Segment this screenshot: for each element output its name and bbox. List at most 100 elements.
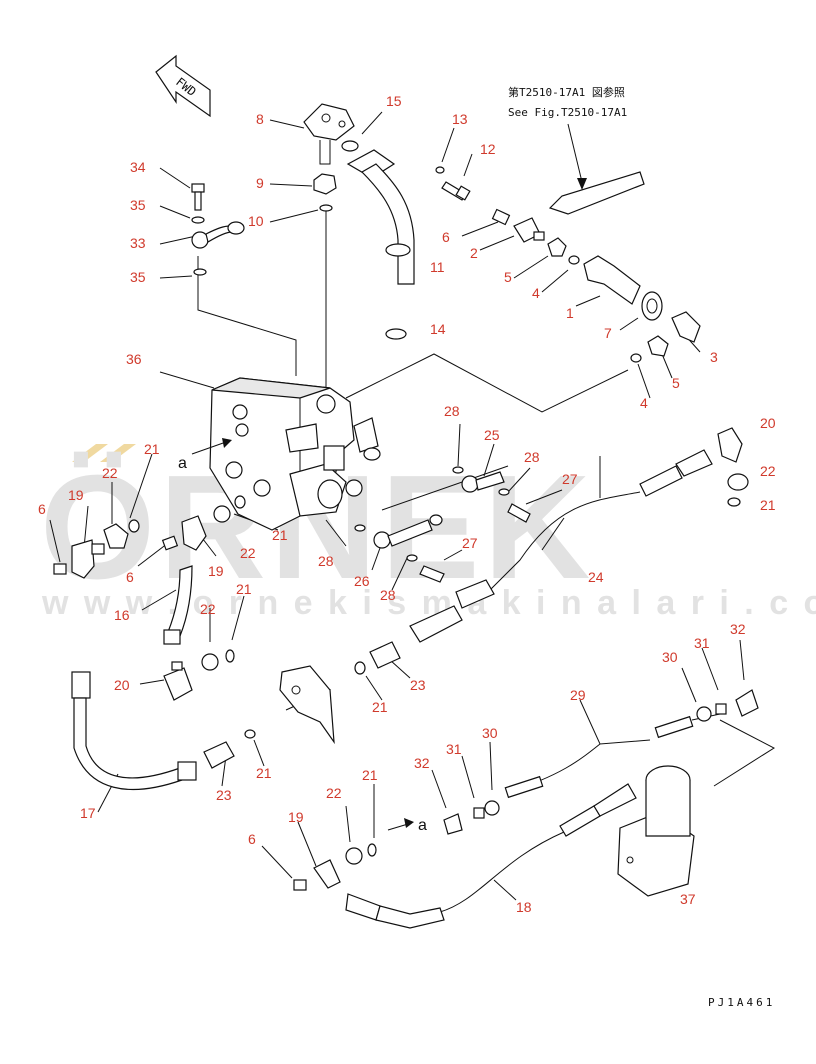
callout-23: 23 (410, 677, 426, 693)
callout-36: 36 (126, 351, 142, 367)
callout-37: 37 (680, 891, 696, 907)
leader-lines (49, 111, 776, 901)
part-adapter-1 (583, 255, 663, 321)
part-washer-31-lower (473, 807, 485, 819)
callout-22: 22 (102, 465, 118, 481)
part-hose-end-ref (548, 171, 645, 215)
callout-29: 29 (570, 687, 586, 703)
part-plug-6-left (53, 563, 67, 575)
callout-22: 22 (240, 545, 256, 561)
figure-code: PJ1A461 (708, 996, 775, 1009)
callout-17: 17 (80, 805, 96, 821)
part-nut-9 (313, 173, 337, 195)
callout-2: 2 (470, 245, 478, 261)
callout-6: 6 (442, 229, 450, 245)
callout-25: 25 (484, 427, 500, 443)
part-o-ring-15 (341, 140, 359, 152)
callout-24: 24 (588, 569, 604, 585)
part-o-ring-21-left (128, 519, 140, 533)
reference-arrow (567, 123, 583, 183)
part-elbow-19-left (71, 539, 105, 579)
callout-5: 5 (672, 375, 680, 391)
callout-4: 4 (640, 395, 648, 411)
part-bracket-plate (279, 665, 335, 745)
callout-28: 28 (524, 449, 540, 465)
part-banjo-33 (191, 221, 245, 249)
part-o-ring-4-upper (568, 255, 580, 265)
annotation-a-lower: a (418, 817, 427, 834)
part-plug-6-upper (491, 208, 511, 226)
part-tube-17 (71, 671, 197, 791)
part-bolt-27-upper (507, 503, 531, 523)
part-washer-28-c (354, 524, 366, 532)
callout-numbers: 1 2 3 4 4 5 5 6 6 6 6 7 8 9 10 11 12 13 … (38, 93, 776, 915)
part-nut-22-bottom (345, 847, 363, 865)
callout-19: 19 (288, 809, 304, 825)
part-o-ring-21-low (244, 729, 256, 739)
callout-21: 21 (236, 581, 252, 597)
callout-20: 20 (760, 415, 776, 431)
callout-12: 12 (480, 141, 496, 157)
callout-21: 21 (372, 699, 388, 715)
reference-note-en: See Fig.T2510-17A1 (508, 106, 627, 119)
callout-3: 3 (710, 349, 718, 365)
part-tube-16 (163, 565, 193, 645)
callout-32: 32 (730, 621, 746, 637)
part-elbow-3 (671, 311, 701, 343)
callout-31: 31 (446, 741, 462, 757)
callout-31: 31 (694, 635, 710, 651)
callout-1: 1 (566, 305, 574, 321)
callout-14: 14 (430, 321, 446, 337)
callout-21: 21 (760, 497, 776, 513)
callout-6: 6 (38, 501, 46, 517)
callout-13: 13 (452, 111, 468, 127)
callout-6: 6 (248, 831, 256, 847)
part-o-ring-21-lower-left (225, 649, 235, 663)
part-valve-block-36 (209, 377, 381, 531)
part-elbow-19-bottom (313, 859, 341, 889)
callout-26: 26 (354, 573, 370, 589)
callout-6: 6 (126, 569, 134, 585)
annotation-a-upper: a (178, 455, 187, 472)
part-bolt-27-lower (419, 565, 445, 583)
watermark-url: w w w . o r n e k i s m a k i n a l a r … (41, 584, 816, 622)
reference-note-jp: 第T2510-17A1 図参照 (508, 85, 625, 99)
part-o-ring-14 (385, 328, 407, 340)
annotation-a-lower-arrow (387, 823, 409, 831)
part-washer-35-upper (191, 216, 205, 224)
part-hose-24-lower-end (409, 579, 495, 643)
callout-5: 5 (504, 269, 512, 285)
part-bolt-34 (191, 183, 205, 211)
annotation-a-upper-arrow (191, 441, 227, 455)
watermark: ÖRNEK w w w . o r n e k i s m a k i n a … (40, 444, 816, 622)
callout-21: 21 (272, 527, 288, 543)
part-cylinder-37 (617, 765, 695, 897)
part-plug-6-bottom (293, 879, 307, 891)
callout-30: 30 (662, 649, 678, 665)
callout-34: 34 (130, 159, 146, 175)
part-o-ring-21-upper (727, 497, 741, 507)
part-washer-13 (435, 166, 445, 174)
callout-28: 28 (318, 553, 334, 569)
part-plug-6-mid (161, 535, 179, 551)
part-tube-11 (346, 149, 415, 285)
callout-33: 33 (130, 235, 146, 251)
callout-8: 8 (256, 111, 264, 127)
callout-35: 35 (130, 197, 146, 213)
part-cable-29 (504, 713, 721, 799)
callout-35: 35 (130, 269, 146, 285)
part-elbow-20-lower (163, 661, 193, 701)
part-nut-22-mid (213, 505, 231, 523)
watermark-accent-mark (72, 444, 136, 462)
callout-27: 27 (562, 471, 578, 487)
part-bolt-12 (441, 181, 471, 201)
callout-22: 22 (326, 785, 342, 801)
part-washer-28-d (406, 554, 418, 562)
part-filter-bracket (303, 103, 355, 165)
part-elbow-20-upper (717, 427, 743, 463)
part-nut-30-upper (696, 706, 712, 722)
callout-23: 23 (216, 787, 232, 803)
part-nut-5-lower (647, 335, 669, 357)
part-elbow-2 (513, 217, 545, 243)
callout-20: 20 (114, 677, 130, 693)
